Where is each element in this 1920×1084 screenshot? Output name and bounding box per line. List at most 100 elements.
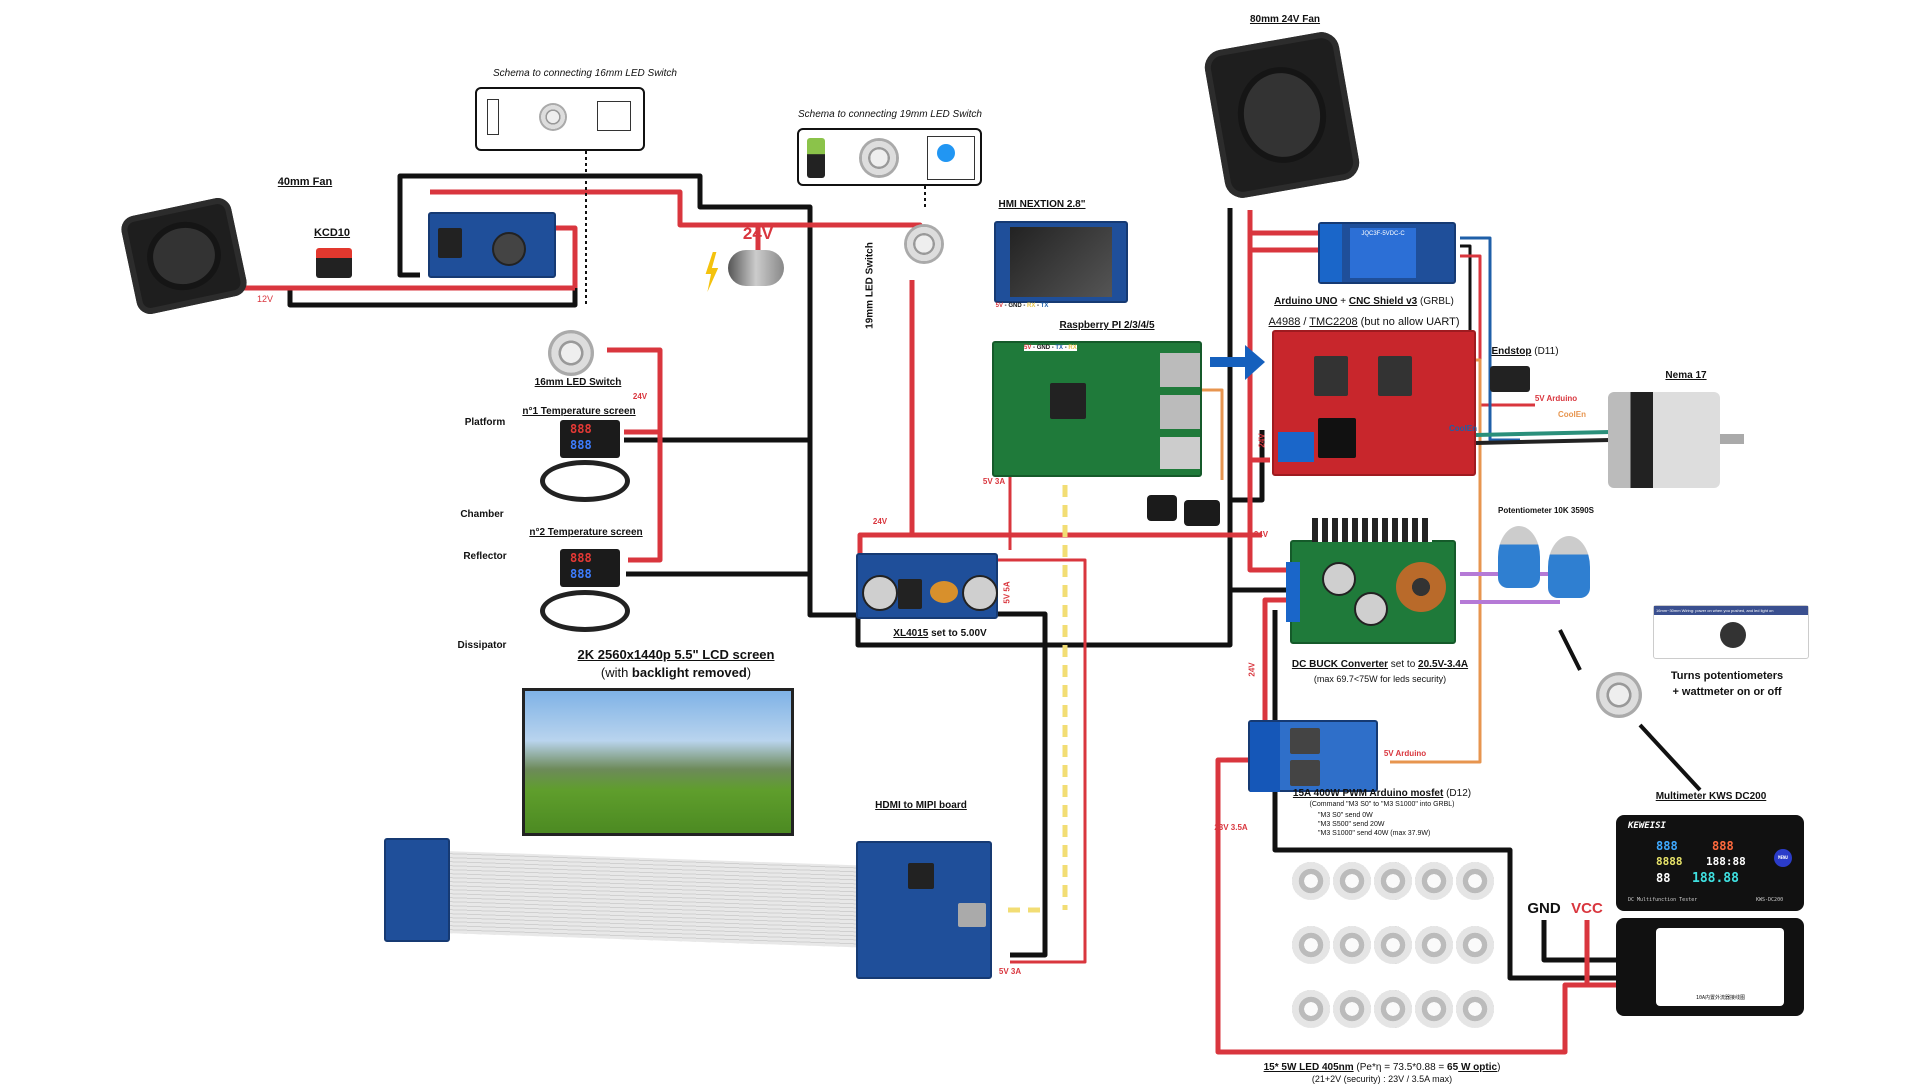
temp-screen-1-image: 888 888: [560, 420, 620, 458]
probe-cable-2: [540, 590, 630, 632]
ground-wire: [998, 611, 1048, 958]
switch16-voltage: 24V: [632, 392, 648, 401]
led-405nm: [1333, 990, 1371, 1028]
arrow-line: [1558, 629, 1582, 671]
dc-jack-image: [728, 250, 784, 286]
leds-title: 15* 5W LED 405nm (Pe*η = 73.5*0.88 = 65 …: [1263, 1062, 1501, 1073]
usb-port-2: [1184, 500, 1220, 526]
endstop-power: 5V Arduino: [1534, 394, 1578, 403]
multimeter-back-image: 10A内置外流器接线图: [1616, 918, 1804, 1016]
xl4015-title: XL4015 set to 5.00V: [893, 628, 987, 639]
endstop-coolen: CoolEn: [1558, 410, 1586, 419]
step-down-module-image: [428, 212, 556, 278]
led-405nm: [1374, 990, 1412, 1028]
led-405nm: [1374, 862, 1412, 900]
ribbon-cable: [434, 850, 858, 948]
temp1-title: n°1 Temperature screen: [522, 406, 636, 417]
signal-wire: [1200, 388, 1224, 480]
power-wire: [1262, 597, 1290, 740]
schema19-diagram: [797, 128, 982, 186]
led-405nm: [1456, 926, 1494, 964]
mosfet-cmd-3: "M3 S1000" send 40W (max 37.9W): [1318, 830, 1431, 837]
temp2-title: n°2 Temperature screen: [529, 527, 643, 538]
mosfet-command: (Command "M3 S0" to "M3 S1000" into GRBL…: [1309, 801, 1455, 808]
rocker-switch-image[interactable]: [316, 248, 352, 278]
ground-wire: [397, 173, 858, 618]
leds-subtitle: (21+2V (security) : 23V / 3.5A max): [1311, 1074, 1453, 1084]
multimeter-title: Multimeter KWS DC200: [1655, 791, 1767, 802]
power-wire: [998, 558, 1087, 964]
fan40-voltage: 12V: [256, 294, 274, 304]
led-405nm: [1415, 926, 1453, 964]
switch-19mm-image[interactable]: [904, 224, 944, 264]
switch16-title: 16mm LED Switch: [534, 377, 622, 388]
lcd-screen-image: [522, 688, 794, 836]
buck-input: 24V: [1253, 530, 1269, 539]
hdmi-title: HDMI to MIPI board: [875, 800, 967, 811]
switch-16mm-image[interactable]: [548, 330, 594, 376]
led-405nm: [1415, 990, 1453, 1028]
mosfet-power: 5V Arduino: [1383, 749, 1427, 758]
buck-title: DC BUCK Converter set to 20.5V-3.4A: [1291, 659, 1469, 670]
hmi-pins: 5V - GND - RX - TX: [995, 303, 1049, 309]
usb-port-1: [1147, 495, 1177, 521]
ground-wire: [1541, 920, 1640, 963]
led-405nm: [1292, 926, 1330, 964]
power-wire: [607, 347, 663, 563]
switch-19mm-right-image[interactable]: [1596, 672, 1642, 718]
fan40-title: 40mm Fan: [277, 176, 333, 188]
lcd-title: 2K 2560x1440p 5.5" LCD screen: [577, 647, 775, 662]
endstop-title: Endstop (D11): [1491, 346, 1559, 357]
menu-button[interactable]: MENU: [1774, 849, 1792, 867]
schema19-title: Schema to connecting 19mm LED Switch: [798, 109, 982, 120]
temp2-probe-reflector: Reflector: [463, 551, 507, 562]
fan-80mm-image: [1202, 29, 1362, 201]
jack-voltage: 24V: [742, 224, 774, 243]
temp-screen-2-image: 888 888: [560, 549, 620, 587]
potentiometer-1[interactable]: [1498, 526, 1540, 588]
motor-cable: [1475, 430, 1611, 437]
xl4015-input: 24V: [872, 517, 888, 526]
endstop-image: [1490, 366, 1530, 392]
nema-title: Nema 17: [1665, 370, 1707, 381]
led-405nm: [1456, 862, 1494, 900]
multimeter-front-image: KEWEISI 888 888 8888 188:88 88 188.88 ME…: [1616, 815, 1804, 911]
mosfet-module-image: [1248, 720, 1378, 792]
led-405nm: [1374, 926, 1412, 964]
mosfet-input: 24V: [1247, 662, 1257, 677]
hmi-title: HMI NEXTION 2.8": [998, 199, 1086, 210]
switch-note-line2: + wattmeter on or off: [1672, 686, 1782, 698]
mosfet-output: 23V 3.5A: [1214, 823, 1248, 832]
arduino-drivers: A4988 / TMC2208 (but no allow UART): [1268, 316, 1460, 328]
led-405nm: [1292, 990, 1330, 1028]
vcc-label: VCC: [1571, 900, 1603, 917]
lcd-subtitle: (with backlight removed): [600, 665, 752, 680]
coolen-label: CoolEn: [1449, 424, 1477, 433]
xl4015-output: 5V 5A: [1002, 581, 1012, 604]
led-405nm: [1415, 862, 1453, 900]
cnc-shield-image: [1272, 330, 1476, 476]
xl4015-module-image: [856, 553, 998, 619]
mosfet-cmd-2: "M3 S500" send 20W: [1318, 821, 1385, 828]
fan80-title: 80mm 24V Fan: [1249, 14, 1321, 25]
power-wire: [553, 225, 578, 288]
lcd-adapter-board: [384, 838, 450, 942]
led-405nm: [1456, 990, 1494, 1028]
temp1-probe-chamber: Chamber: [460, 509, 504, 520]
mosfet-title: 15A 400W PWM Arduino mosfet (D12): [1292, 788, 1472, 799]
mosfet-cmd-1: "M3 S0" send 0W: [1318, 812, 1373, 819]
potentiometer-2[interactable]: [1548, 536, 1590, 598]
switch-note-line1: Turns potentiometers: [1670, 670, 1784, 682]
data-arrow-head: [1245, 345, 1265, 380]
kcd10-title: KCD10: [313, 227, 351, 239]
led-405nm: [1292, 862, 1330, 900]
probe-cable-1: [540, 460, 630, 502]
arrow-line: [1638, 723, 1702, 792]
power-wire: [1215, 757, 1640, 1055]
rpi-title: Raspberry PI 2/3/4/5: [1059, 320, 1155, 331]
temp1-probe-platform: Platform: [464, 417, 506, 428]
hmi-nextion-image: [994, 221, 1128, 303]
switch-wiring-image: 16mm~30mm Wiring: power on when you push…: [1653, 605, 1809, 659]
buck-subtitle: (max 69.7<75W for leds security): [1313, 674, 1447, 684]
rpi-power: 5V 3A: [982, 477, 1006, 486]
